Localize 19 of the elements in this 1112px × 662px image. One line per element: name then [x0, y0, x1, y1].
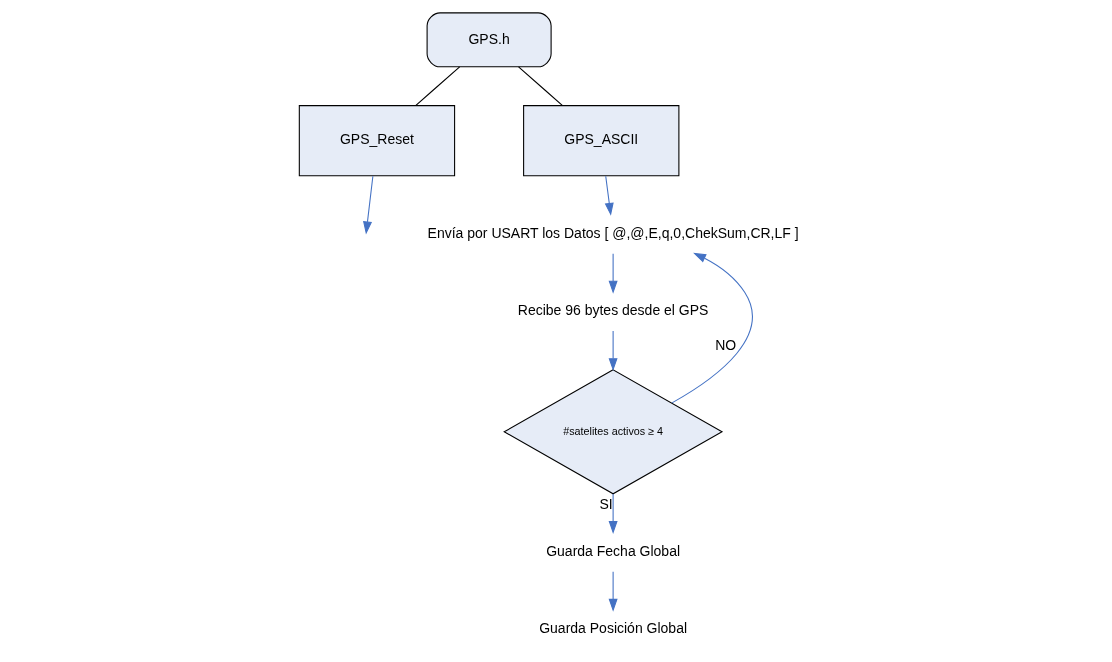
- node-diamond: #satelites activos ≥ 4: [502, 369, 723, 495]
- arrow: [604, 175, 614, 216]
- edge-label: SI: [598, 496, 613, 513]
- connector: [517, 66, 563, 106]
- node-text: Envía por USART los Datos [ @,@,E,q,0,ChekSum,CR,LF ]: [427, 224, 799, 241]
- arrow: [670, 252, 753, 404]
- node-text: Recibe 96 bytes desde el GPS: [517, 302, 708, 319]
- arrow: [608, 493, 618, 534]
- node-box: GPS_ASCII: [522, 105, 679, 177]
- node-box: GPS_Reset: [298, 105, 455, 177]
- arrow: [608, 253, 618, 294]
- node-box: GPS.h: [426, 12, 552, 68]
- edge-label: NO: [714, 336, 736, 353]
- arrow: [362, 175, 373, 235]
- connector: [414, 66, 460, 106]
- arrow: [608, 330, 618, 372]
- arrow: [608, 571, 618, 612]
- node-text: Guarda Posición Global: [538, 620, 687, 637]
- node-text: Guarda Fecha Global: [545, 542, 680, 559]
